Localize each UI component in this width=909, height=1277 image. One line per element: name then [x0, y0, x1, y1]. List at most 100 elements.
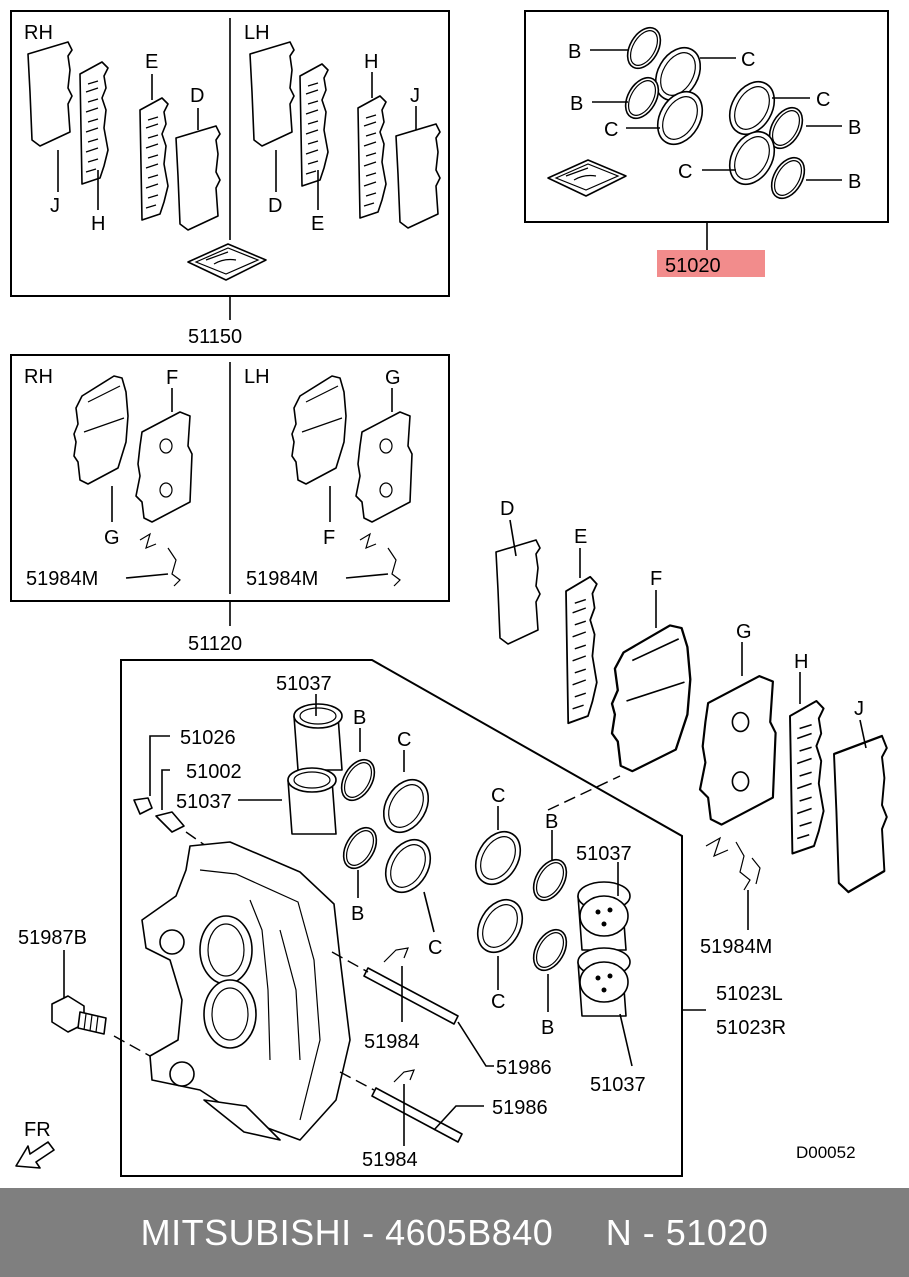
seal-b-right-2: [526, 923, 574, 977]
label-c-51020-3: C: [816, 89, 830, 111]
pin-2-label: 51986: [492, 1097, 548, 1119]
exploded-pad-f: [610, 624, 692, 773]
bleeder-cap-label: 51026: [180, 727, 236, 749]
caliper-assembly-frame: [120, 659, 683, 1177]
label-e-lh: E: [311, 213, 324, 235]
exploded-pad-g: [698, 675, 777, 826]
part-number-51120: 51120: [188, 633, 242, 655]
pad-f-rh: [135, 411, 193, 523]
shim-j-lh: [395, 123, 441, 229]
drawing-code: D00052: [796, 1143, 856, 1162]
label-c-51020-2: C: [604, 119, 618, 141]
kit-51150-lh-label: LH: [244, 22, 270, 44]
label-c-caliper-3: C: [491, 785, 505, 807]
shim-h-lh: [357, 95, 387, 219]
clip-rh-label: 51984M: [26, 568, 98, 590]
piston-right-label: 51037: [576, 843, 632, 865]
label-b-caliper-1: B: [353, 707, 366, 729]
part-number-51150: 51150: [188, 326, 242, 348]
shim-d-rh: [175, 125, 221, 231]
exploded-clip-label: 51984M: [700, 936, 772, 958]
label-d-rh: D: [190, 85, 204, 107]
pad-pin-1: [363, 967, 459, 1025]
mounting-bolt-51987b: [51, 995, 107, 1035]
kit-51150-rh-label: RH: [24, 22, 53, 44]
exploded-label-h: H: [794, 651, 808, 673]
label-b-51020-4: B: [848, 171, 861, 193]
footer-bar: MITSUBISHI - 4605B840 N - 51020: [0, 1188, 909, 1277]
label-d-lh: D: [268, 195, 282, 217]
label-h-lh: H: [364, 51, 378, 73]
label-f-lh: F: [323, 527, 335, 549]
pad-g-lh: [355, 411, 413, 523]
clip-lh: [359, 532, 401, 587]
kit-51120-rh-label: RH: [24, 366, 53, 388]
pin-clip-1-label: 51984: [364, 1031, 420, 1053]
caliper-body: [141, 841, 351, 1141]
front-direction-label: FR: [24, 1119, 51, 1141]
pad-f-lh: [291, 375, 347, 485]
exploded-clip: [705, 836, 761, 891]
shim-j-rh: [27, 41, 73, 147]
footer-part-info: MITSUBISHI - 4605B840 N - 51020: [140, 1211, 769, 1253]
piston-51037-upper: [293, 703, 343, 771]
seal-b-right-1: [526, 853, 574, 907]
label-c-51020-4: C: [678, 161, 692, 183]
label-j-rh: J: [50, 195, 60, 217]
piston-51037-lower: [287, 767, 337, 835]
label-b-51020-1: B: [568, 41, 581, 63]
seal-c-right-1: [465, 822, 531, 894]
parts-diagram: RH LH J H E D D E H J 51150 B C B C C B …: [10, 10, 889, 1177]
label-c-caliper-4: C: [491, 991, 505, 1013]
assembly-r-label: 51023R: [716, 1017, 786, 1039]
kit-51120-lh-label: LH: [244, 366, 270, 388]
bleeder-screw-label: 51002: [186, 761, 242, 783]
piston-bottom-label: 51037: [590, 1074, 646, 1096]
pin-clip-1: [383, 947, 409, 963]
grease-packet-51150: [187, 243, 267, 281]
bleeder-cap-51026: [133, 797, 153, 815]
label-c-caliper-1: C: [397, 729, 411, 751]
bolt-label: 51987B: [18, 927, 87, 949]
seal-c-left-1: [373, 770, 439, 842]
exploded-shim-e: [565, 575, 598, 725]
label-c-caliper-2: C: [428, 937, 442, 959]
label-b-caliper-2: B: [351, 903, 364, 925]
exploded-label-f: F: [650, 568, 662, 590]
seal-b-left-2: [336, 821, 384, 875]
assembly-l-label: 51023L: [716, 983, 783, 1005]
exploded-label-d: D: [500, 498, 514, 520]
pin-clip-2-label: 51984: [362, 1149, 418, 1171]
piston-left-label: 51037: [176, 791, 232, 813]
exploded-label-j: J: [854, 698, 864, 720]
label-e-rh: E: [145, 51, 158, 73]
bleeder-screw-51002: [155, 811, 185, 833]
label-j-lh: J: [410, 85, 420, 107]
shim-h-rh: [79, 61, 109, 185]
pad-g-rh: [73, 375, 129, 485]
seal-c-left-2: [375, 830, 441, 902]
clip-rh: [139, 532, 181, 587]
pin-1-label: 51986: [496, 1057, 552, 1079]
shim-e-lh: [299, 63, 329, 187]
part-number-51020-highlight: [657, 250, 765, 277]
label-b-51020-2: B: [570, 93, 583, 115]
pin-clip-2: [393, 1069, 415, 1083]
grease-packet-51020: [547, 159, 627, 197]
exploded-shim-j: [832, 734, 888, 894]
piston-top-label: 51037: [276, 673, 332, 695]
label-b-51020-3: B: [848, 117, 861, 139]
exploded-label-e: E: [574, 526, 587, 548]
exploded-shim-h: [789, 700, 825, 855]
label-f-rh: F: [166, 367, 178, 389]
shim-d-lh: [249, 41, 295, 147]
clip-lh-label: 51984M: [246, 568, 318, 590]
pad-pin-2: [371, 1087, 463, 1143]
shim-e-rh: [139, 97, 169, 221]
exploded-shim-d: [495, 539, 541, 645]
exploded-label-g: G: [736, 621, 752, 643]
front-direction-arrow-icon: [15, 1141, 55, 1169]
label-h-rh: H: [91, 213, 105, 235]
label-g-lh: G: [385, 367, 401, 389]
label-b-caliper-4: B: [541, 1017, 554, 1039]
